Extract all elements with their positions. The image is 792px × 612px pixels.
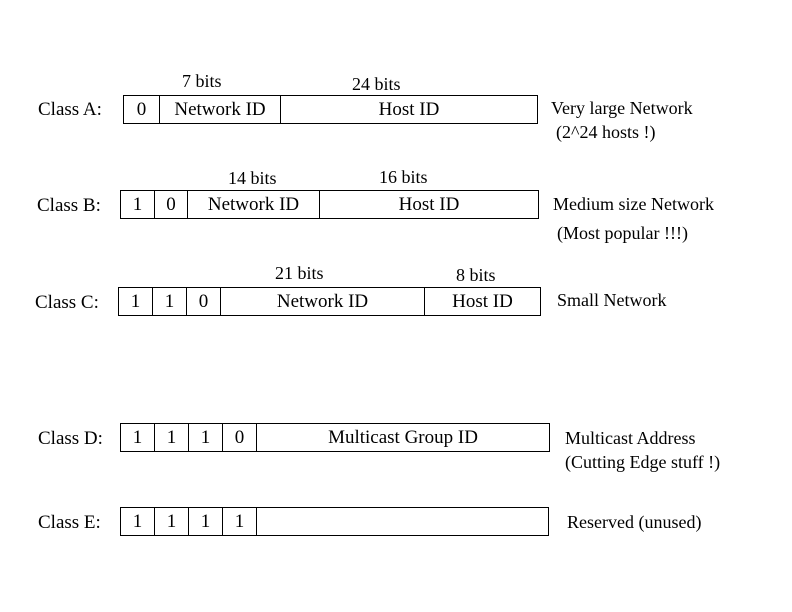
- class-a-host-id: Host ID: [378, 98, 440, 120]
- class-b-label: Class B:: [37, 195, 101, 216]
- class-e-bit-1: 1: [155, 508, 189, 535]
- class-d-multicast-group-id: Multicast Group ID: [328, 426, 478, 448]
- class-d-bit-3: 0: [223, 424, 257, 451]
- class-d-address-bar: 1 1 1 0 Multicast Group ID: [120, 423, 550, 452]
- class-b-network-id: Network ID: [188, 191, 320, 218]
- class-b-host-bits: 16 bits: [379, 167, 428, 187]
- class-b-popularity-note: (Most popular !!!): [557, 223, 688, 243]
- class-c-network-id: Network ID: [221, 288, 425, 315]
- class-e-bit-3: 1: [223, 508, 257, 535]
- class-d-label: Class D:: [38, 428, 103, 449]
- class-c-address-bar: 1 1 0 Network ID Host ID: [118, 287, 541, 316]
- class-a-address-bar: 0 Network ID Host ID: [123, 95, 538, 124]
- class-b-host-id: Host ID: [398, 193, 460, 215]
- class-a-description: Very large Network: [551, 98, 693, 118]
- class-b-bit-1: 0: [155, 191, 188, 218]
- class-e-reserved-field: [257, 508, 548, 535]
- class-c-description: Small Network: [557, 290, 667, 310]
- class-d-note: (Cutting Edge stuff !): [565, 452, 721, 472]
- class-a-bit-0: 0: [124, 96, 160, 123]
- class-e-label: Class E:: [38, 512, 101, 533]
- class-b-network-bits: 14 bits: [228, 168, 277, 188]
- class-e-bit-2: 1: [189, 508, 223, 535]
- class-c-bit-1: 1: [153, 288, 187, 315]
- class-c-host-bits: 8 bits: [456, 265, 496, 285]
- class-e-address-bar: 1 1 1 1: [120, 507, 549, 536]
- class-d-bit-0: 1: [121, 424, 155, 451]
- class-b-description: Medium size Network: [553, 194, 714, 214]
- class-e-description: Reserved (unused): [567, 512, 702, 532]
- class-a-network-bits: 7 bits: [182, 71, 222, 91]
- class-d-bit-2: 1: [189, 424, 223, 451]
- class-e-bit-0: 1: [121, 508, 155, 535]
- class-c-network-bits: 21 bits: [275, 263, 324, 283]
- class-a-host-count: (2^24 hosts !): [556, 122, 656, 142]
- class-a-network-id: Network ID: [160, 96, 281, 123]
- class-c-label: Class C:: [35, 292, 99, 313]
- class-c-bit-0: 1: [119, 288, 153, 315]
- class-b-bit-0: 1: [121, 191, 155, 218]
- class-a-label: Class A:: [38, 99, 102, 120]
- class-c-host-id: Host ID: [452, 290, 513, 312]
- class-d-description: Multicast Address: [565, 428, 696, 448]
- class-d-bit-1: 1: [155, 424, 189, 451]
- class-c-bit-2: 0: [187, 288, 221, 315]
- class-a-host-bits: 24 bits: [352, 74, 401, 94]
- class-b-address-bar: 1 0 Network ID Host ID: [120, 190, 539, 219]
